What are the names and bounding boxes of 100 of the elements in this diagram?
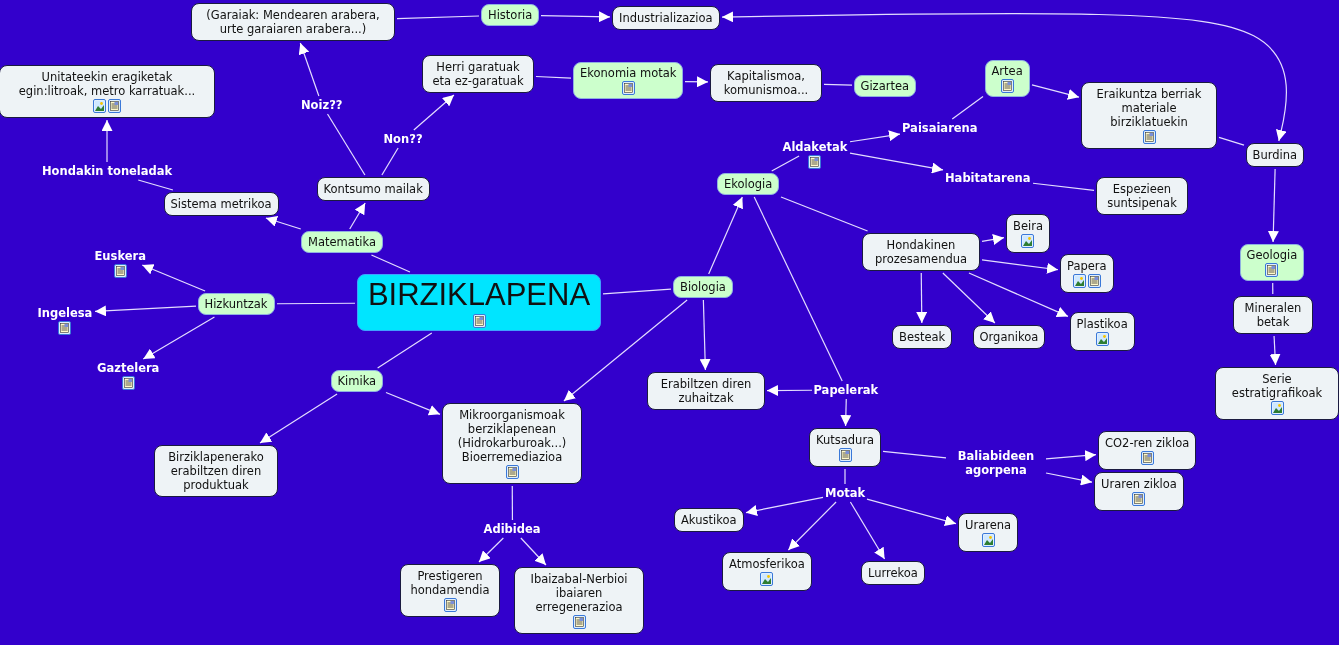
connector-line (276, 302, 356, 305)
arrow (840, 398, 852, 427)
concept-label: Prestigeren hondamendia (409, 568, 491, 597)
connector-line (951, 95, 984, 120)
concept-label: Ekologia (724, 177, 773, 191)
concept-label: Euskera (94, 248, 146, 263)
concept-label: Besteak (899, 330, 946, 344)
connector-line (377, 332, 433, 369)
topic-box (481, 4, 540, 26)
topic-box (197, 293, 275, 315)
concept-box (1245, 143, 1305, 167)
concept-label: Kimika (337, 374, 377, 388)
arrow (916, 272, 928, 324)
concept-box (191, 3, 395, 41)
arrow (349, 202, 366, 230)
concept-label: BIRZIKLAPENA (367, 276, 591, 313)
concept-label: Kontsumo mailak (323, 182, 423, 196)
concept-label: Papera (1067, 258, 1107, 273)
concept-box (862, 233, 980, 271)
connector-line (780, 196, 869, 232)
arrow (1031, 84, 1080, 100)
connector-line (381, 147, 399, 176)
topic-box (1239, 243, 1305, 281)
concept-label: (Garaiak: Mendearen arabera, urte garaiaren arabera...) (205, 8, 381, 36)
arrow (141, 264, 206, 292)
concept-box (647, 372, 765, 410)
concept-box (892, 325, 953, 349)
concept-label: Mikroorganismoak berziklapenean (Hidrokarburoak...) Bioerremediazioa (456, 407, 568, 464)
concept-box (1098, 430, 1197, 470)
concept-label: Plastikoa (1076, 316, 1128, 331)
concept-label: Unitateekin eragiketak egin:litroak, metro karratuak... (17, 69, 197, 98)
arrow (866, 498, 957, 527)
concept-box (1096, 177, 1188, 215)
concept-label: Hondakinen prozesamendua (873, 238, 969, 266)
arrow (745, 496, 824, 516)
arrow (563, 299, 688, 402)
concept-label: Gizartea (860, 79, 910, 93)
concept-label: Espezieen suntsipenak (1106, 182, 1178, 210)
concept-label: Biologia (680, 280, 726, 294)
concept-box (809, 427, 882, 467)
concept-box (316, 177, 430, 201)
arrow (1269, 335, 1281, 366)
arrow (699, 299, 711, 371)
concept-box (612, 6, 720, 30)
arrow (94, 305, 197, 317)
concept-label: Artea (991, 63, 1023, 78)
connector-line (1032, 182, 1095, 191)
arrow (849, 501, 886, 560)
arrow (787, 501, 837, 551)
concept-box (861, 561, 925, 585)
topic-box (984, 59, 1030, 97)
concept-label: Motak (825, 486, 866, 500)
arrow (478, 537, 504, 563)
connector-line (370, 254, 411, 273)
arrow (1267, 168, 1279, 243)
arrow (142, 316, 216, 360)
concept-box (710, 64, 822, 102)
arrow (101, 119, 113, 163)
concept-label: Aldaketak (782, 139, 848, 154)
arrow (981, 234, 1005, 245)
connector-line (823, 83, 853, 86)
arrow (1045, 472, 1093, 486)
concept-box (958, 512, 1019, 552)
concept-box (1094, 471, 1184, 511)
concept-box (1233, 296, 1313, 334)
topic-box (673, 276, 733, 298)
arrow (766, 385, 813, 396)
arrow (385, 391, 441, 416)
concept-label: Mineralen betak (1243, 301, 1303, 329)
arrow (968, 272, 1069, 317)
concept-label: Kutsadura (816, 432, 875, 447)
connector-line (326, 113, 366, 176)
concept-label: Papelerak (813, 383, 879, 397)
arrow (684, 76, 709, 88)
concept-label: Kapitalismoa, komunismoa... (722, 69, 810, 97)
concept-label: Atmosferikoa (729, 556, 805, 571)
concept-label: Hizkuntzak (204, 297, 268, 311)
concept-box (442, 402, 582, 484)
concept-label: Lurrekoa (868, 566, 918, 580)
concept-box (154, 445, 278, 497)
concept-label: Urarena (965, 517, 1012, 532)
concept-label: Uraren zikloa (1101, 476, 1177, 491)
connector-line (1272, 282, 1274, 295)
concept-label: Herri garatuak eta ez-garatuak (431, 60, 525, 88)
arrow (981, 259, 1059, 274)
concept-box (0, 64, 215, 118)
concept-label: Organikoa (979, 330, 1039, 344)
connector-line (535, 75, 572, 79)
connector-line (771, 155, 800, 172)
concept-label: Gaztelera (97, 360, 160, 375)
concept-label: Burdina (1252, 148, 1298, 162)
arrow (265, 216, 302, 230)
concept-label: Adibidea (483, 522, 541, 536)
concept-label: Matematika (308, 235, 376, 249)
concept-label: Habitatarena (945, 171, 1031, 185)
concept-label: Baliabideen agorpena (956, 449, 1036, 477)
concept-label: CO2-ren zikloa (1105, 435, 1190, 450)
arrow (721, 11, 1287, 142)
concept-label: Non?? (383, 132, 423, 146)
concept-label: Ingelesa (37, 305, 93, 320)
